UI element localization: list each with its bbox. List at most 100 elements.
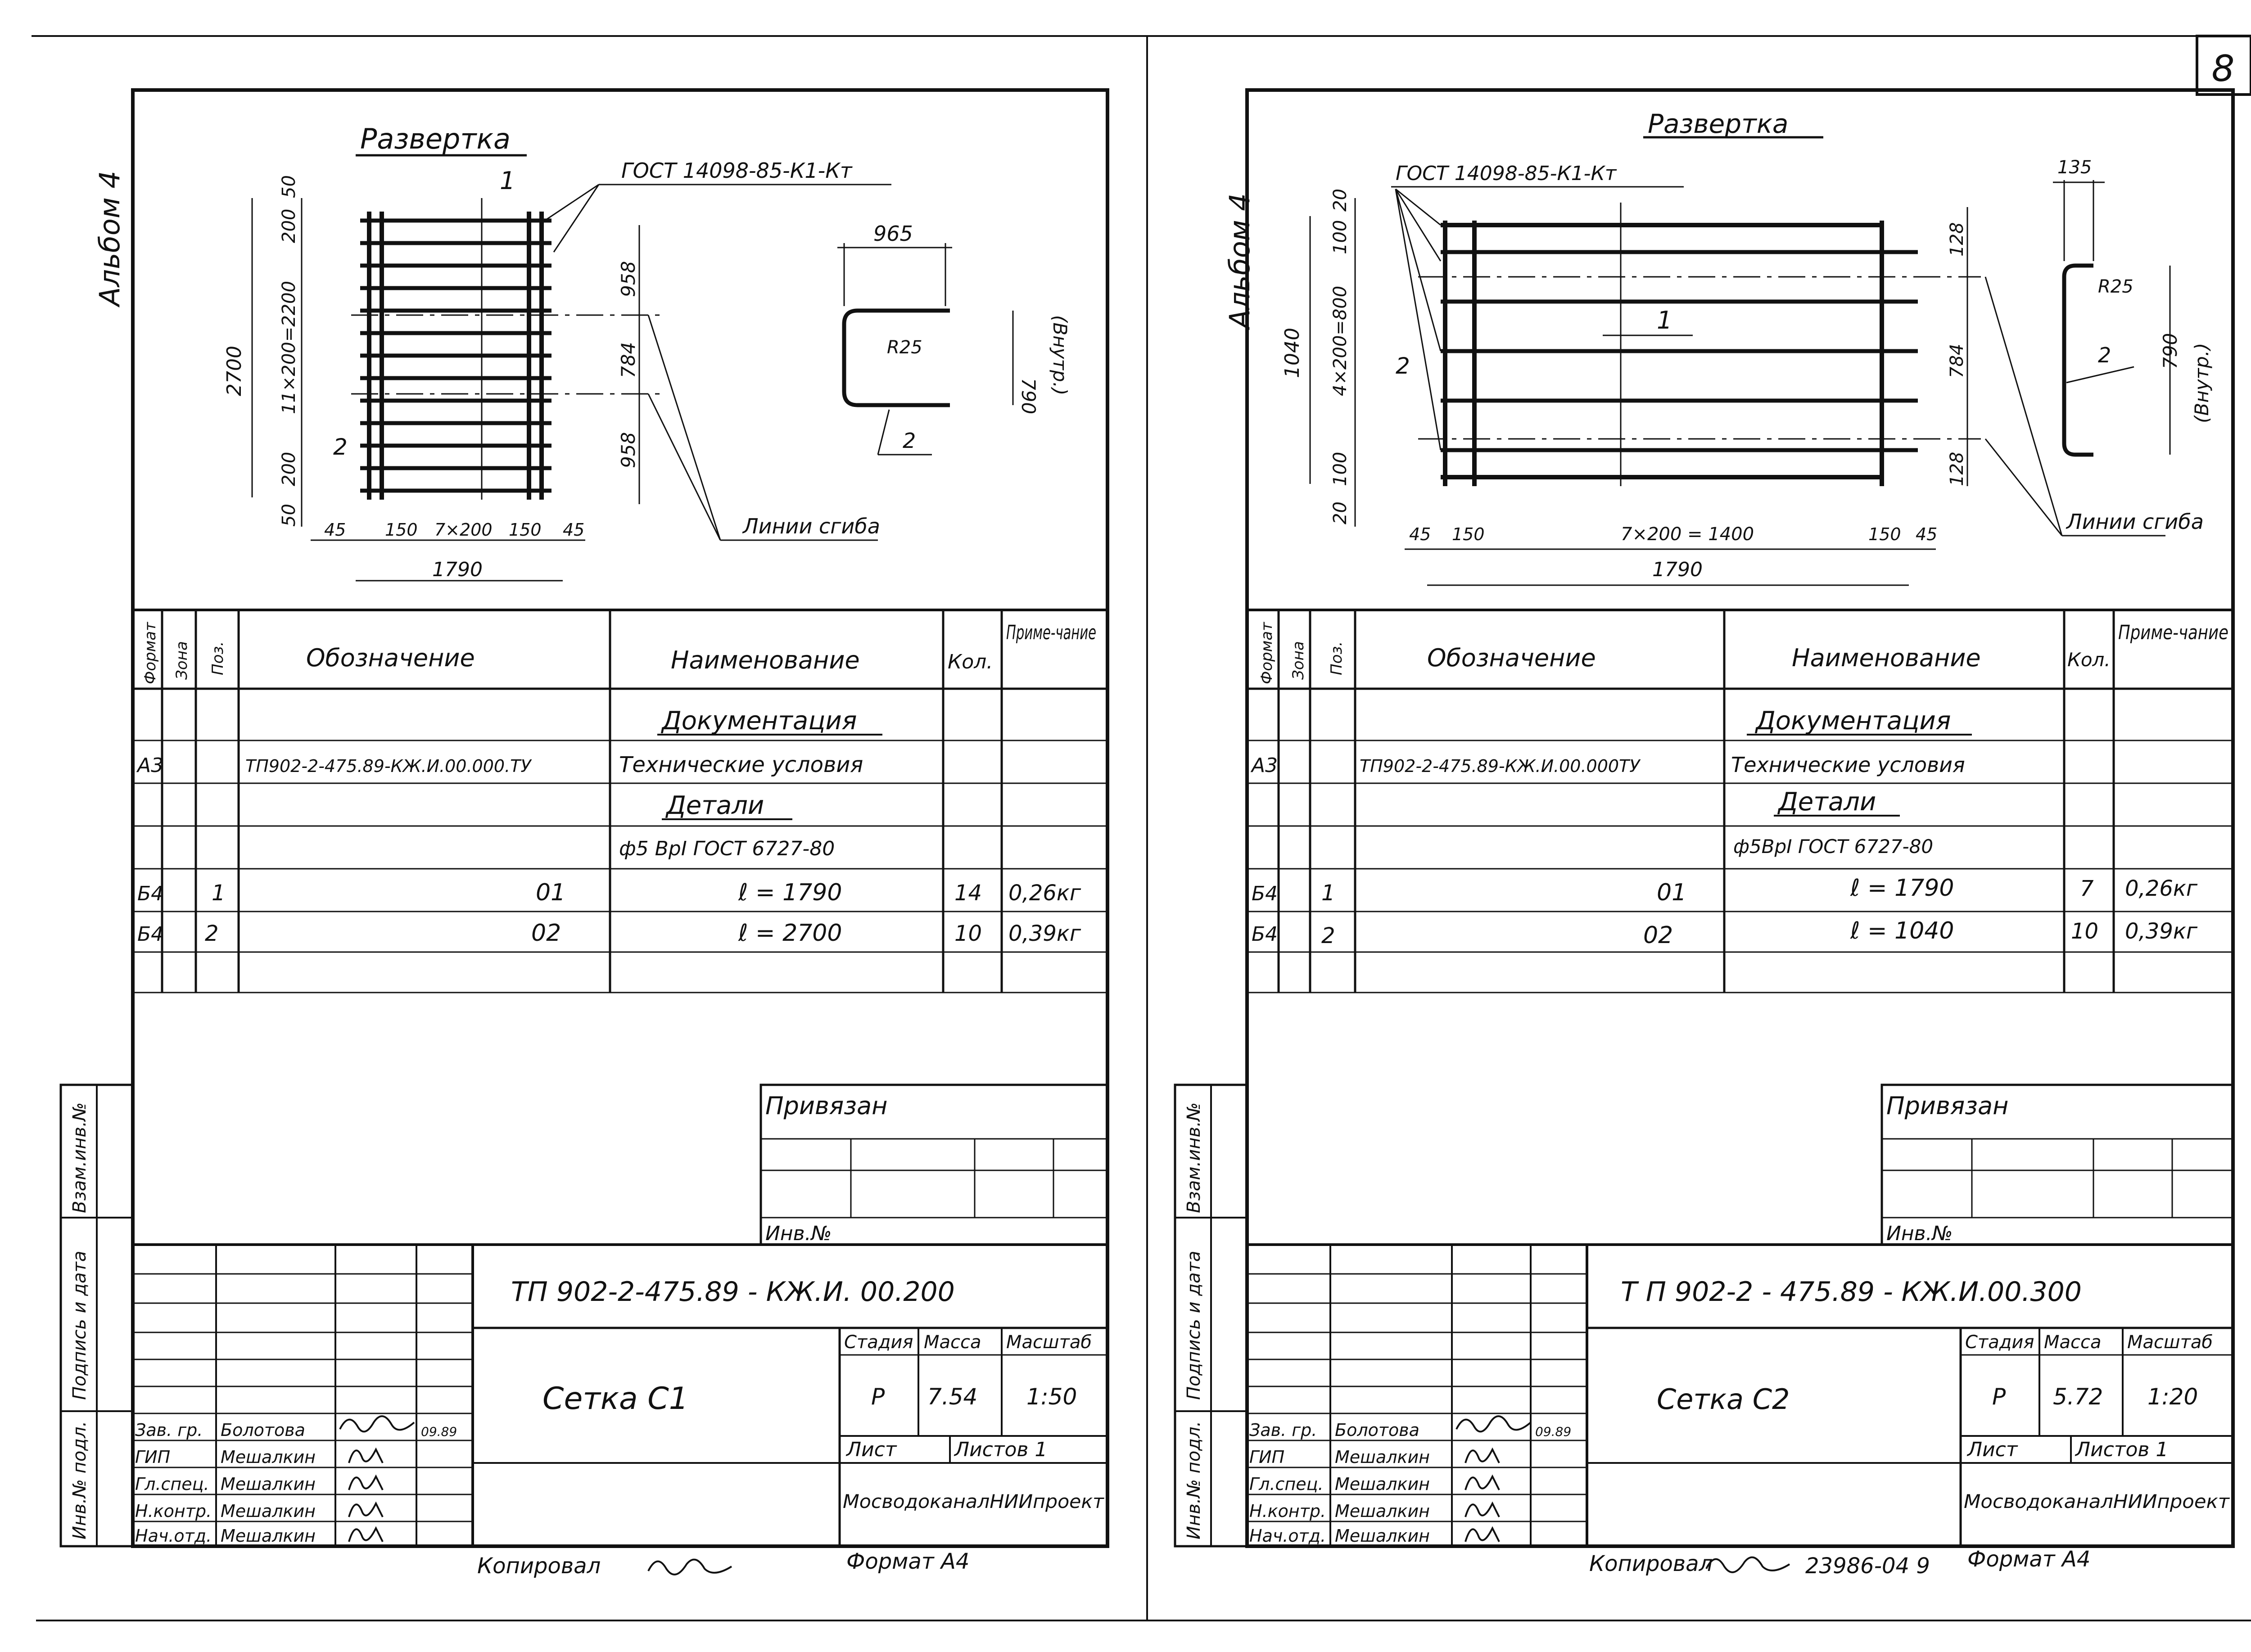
col-name: Наименование (671, 646, 860, 674)
name-1: Мешалкин (1335, 1447, 1430, 1467)
row-5-name: ℓ = 2700 (738, 920, 842, 947)
row-4-format: Б4 (137, 882, 163, 905)
row-3-name: ф5 ВрI ГОСТ 6727-80 (619, 837, 835, 860)
sheet-right: Альбом 4 Развертка ГОСТ 14098-85-К1-Кт (1174, 88, 2235, 1579)
album-label: Альбом 4 (93, 171, 126, 308)
date-0: 09.89 (421, 1424, 457, 1439)
section-inner-note: (Внутр.) (2191, 343, 2213, 423)
inv-no-label: Инв.№ (1886, 1222, 1953, 1245)
row-5-qty: 10 (2071, 919, 2098, 944)
copier-signature (647, 1558, 732, 1575)
mass-value: 7.54 (927, 1384, 977, 1410)
inv-no-label: Инв.№ (765, 1222, 832, 1245)
copier-signature (1705, 1556, 1790, 1573)
dim-r1: 784 (1947, 344, 1967, 378)
pos2-label: 2 (333, 434, 348, 460)
gost-leader (553, 184, 600, 253)
row-4-pos: 1 (1321, 880, 1335, 906)
row-5-qty: 10 (954, 921, 982, 946)
attached-block: Привязан Инв.№ (1880, 1083, 2234, 1246)
row-4-pos: 1 (212, 880, 226, 906)
col-note: Приме-чание (1006, 621, 1096, 644)
organization: МосводоканалНИИпроект (1964, 1490, 2230, 1512)
sheet-left: Альбом 4 Развертка ГОСТ 14098-85-К1-Кт (59, 88, 1109, 1579)
row-4-name: ℓ = 1790 (1850, 875, 1954, 902)
dim-r2: 958 (617, 432, 639, 468)
date-0: 09.89 (1535, 1424, 1571, 1439)
sign-date-label: Подпись и дата (69, 1251, 90, 1400)
row-4-designation: 01 (1657, 879, 1686, 906)
gost-leader (1395, 189, 1442, 262)
row-5-name: ℓ = 1040 (1850, 917, 1954, 944)
name-0: Болотова (1335, 1420, 1419, 1440)
pos1-label: 1 (1657, 306, 1672, 334)
side-stamp: Инв.№ подл. Подпись и дата Взам.инв.№ (59, 1083, 134, 1548)
section-leader (877, 409, 890, 455)
col-pos: Поз. (209, 641, 227, 675)
role-3: Н.контр. (1249, 1501, 1326, 1521)
dim-b1: 150 (1452, 524, 1485, 544)
row-4-name: ℓ = 1790 (738, 879, 842, 906)
bend-leader (647, 315, 721, 541)
signature (1465, 1501, 1500, 1517)
row-5-pos: 2 (1321, 923, 1335, 948)
section-shape (2062, 263, 2093, 457)
role-4: Нач.отд. (1249, 1526, 1326, 1546)
stage-label: Стадия (1965, 1332, 2034, 1353)
col-note: Приме-чание (2118, 621, 2228, 644)
role-3: Н.контр. (135, 1501, 212, 1521)
stage-value: Р (871, 1384, 885, 1410)
row-1-format: А3 (136, 754, 163, 777)
dim-b0: 45 (324, 520, 346, 540)
section-inner: 790 (2159, 333, 2181, 369)
col-zone: Зона (173, 641, 191, 680)
section-inner-note: (Внутр.) (1049, 315, 1071, 395)
signature (348, 1474, 384, 1490)
row-4-note: 0,26кг (1008, 880, 1081, 906)
row-5-designation: 02 (531, 920, 561, 947)
scale-value: 1:20 (2147, 1384, 2198, 1410)
name-2: Мешалкин (221, 1474, 316, 1494)
sheet-label: Лист (845, 1438, 897, 1461)
section-shape (842, 308, 950, 407)
rebar-horizontal-group (1441, 223, 1882, 479)
pos1-label: 1 (500, 167, 515, 195)
scale-value: 1:50 (1026, 1384, 1077, 1410)
row-1-name: Технические условия (619, 752, 863, 777)
col-zone: Зона (1289, 641, 1307, 680)
pos2-label: 2 (1396, 353, 1410, 379)
signature (348, 1501, 384, 1517)
mass-label: Масса (2044, 1332, 2102, 1353)
row-5-note: 0,39кг (1008, 921, 1081, 946)
spec-table: Формат Зона Поз. Обозначение Наименовани… (1247, 609, 2233, 993)
row-4-qty: 7 (2080, 876, 2094, 901)
name-4: Мешалкин (221, 1526, 316, 1546)
bend-leader (1984, 276, 2063, 536)
dim-v0: 50 (279, 175, 299, 198)
development-title: Развертка (360, 122, 511, 155)
dim-v1: 100 (1330, 220, 1351, 254)
scale-label: Масштаб (2127, 1332, 2213, 1353)
inv-orig-label: Инв.№ подл. (1184, 1421, 1204, 1539)
dim-b0: 45 (1409, 524, 1431, 544)
role-0: Зав. гр. (135, 1420, 203, 1440)
gost-leader (1395, 189, 1442, 451)
signature (1465, 1474, 1500, 1490)
dim-r0: 958 (617, 261, 639, 297)
format-label: Формат А4 (846, 1549, 969, 1574)
sheet-frame (1245, 88, 2235, 1548)
name-0: Болотова (221, 1420, 305, 1440)
dim-b4: 45 (563, 520, 584, 540)
dim-overall-width: 1790 (1652, 558, 1703, 581)
bend-leader (647, 393, 721, 541)
row-4-designation: 01 (536, 879, 565, 906)
row-5-designation: 02 (1643, 922, 1673, 949)
dim-v3: 100 (1330, 452, 1351, 486)
role-1: ГИП (1249, 1447, 1284, 1467)
page-number: 8 (2212, 48, 2235, 90)
dim-b3: 150 (1868, 524, 1901, 544)
dim-b2: 7×200 = 1400 (1621, 524, 1754, 545)
inv-repl-label: Взам.инв.№ (1184, 1102, 1204, 1213)
